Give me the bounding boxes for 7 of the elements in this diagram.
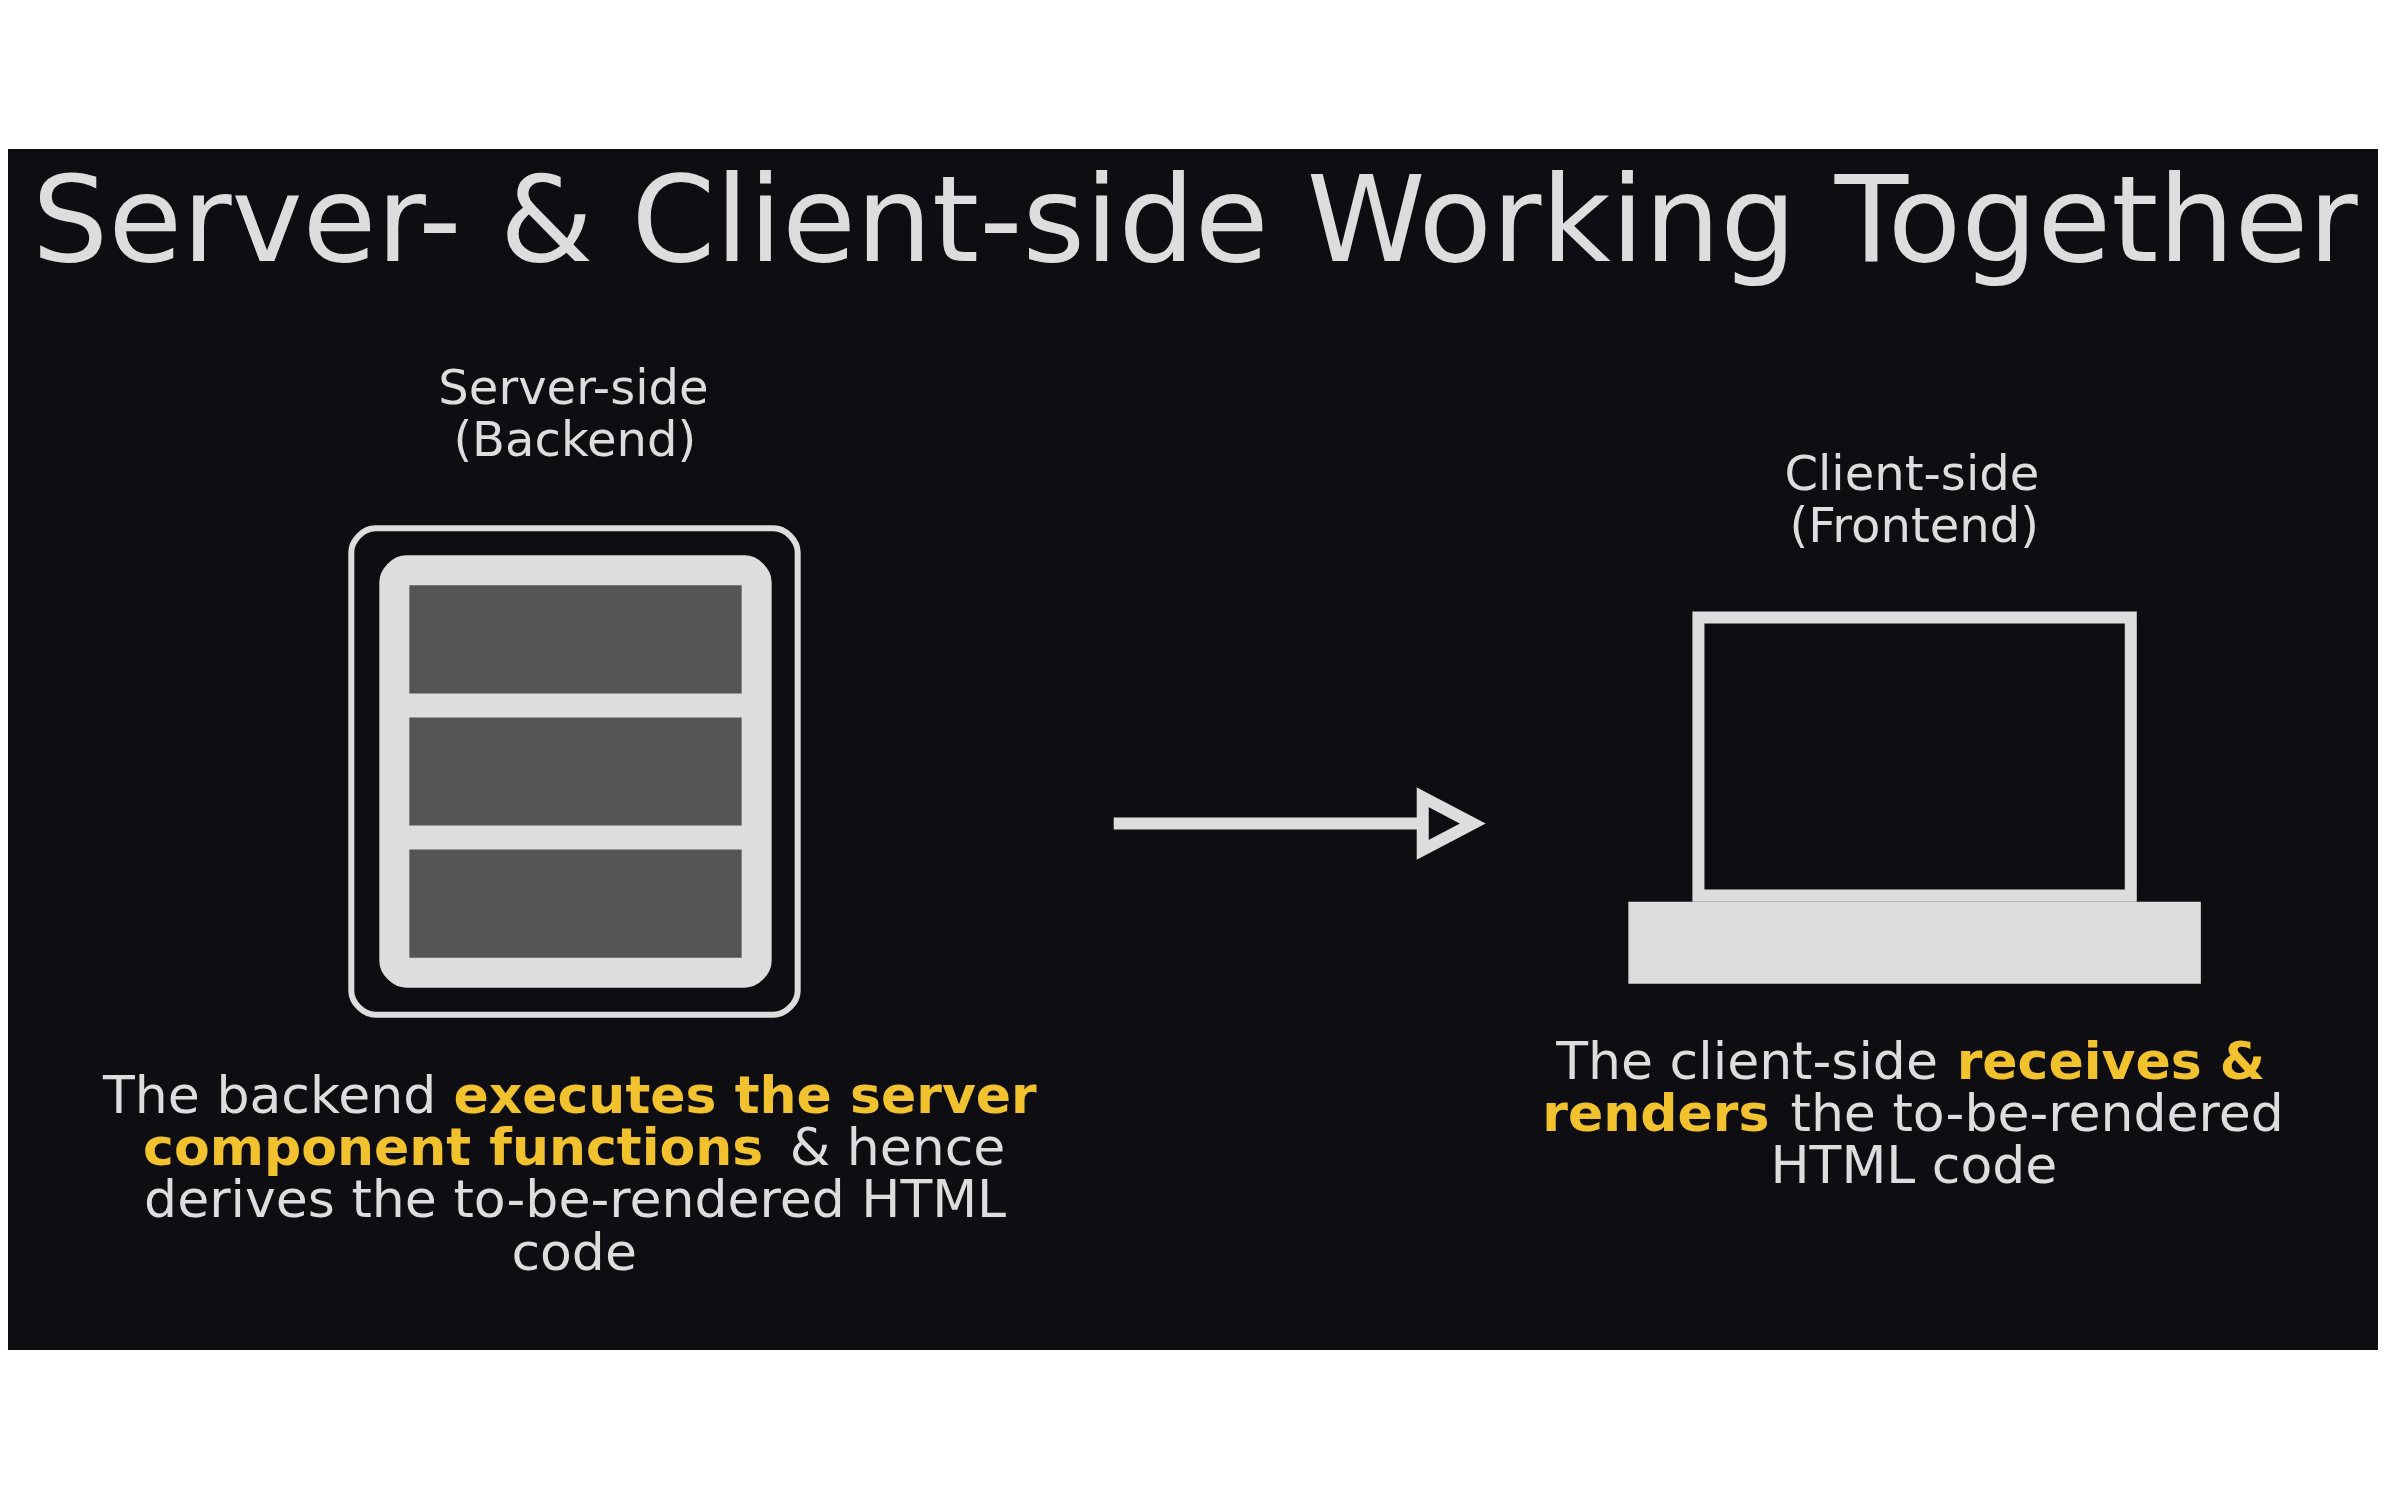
node-label: Server-side (Backend) bbox=[438, 358, 709, 467]
node-box-text bbox=[348, 524, 801, 1018]
node-label: The backend executes the server component functions & hence derives the to-be-rendered HTML code bbox=[103, 1064, 1037, 1282]
arrow bbox=[1113, 786, 1486, 860]
node-label: Client-side (Frontend) bbox=[1784, 444, 2040, 553]
diagram-title: Server- & Client-side Working Together bbox=[32, 149, 2358, 289]
node-label: The client-side receives & renders the to-be-rendered HTML code bbox=[1542, 1030, 2284, 1195]
